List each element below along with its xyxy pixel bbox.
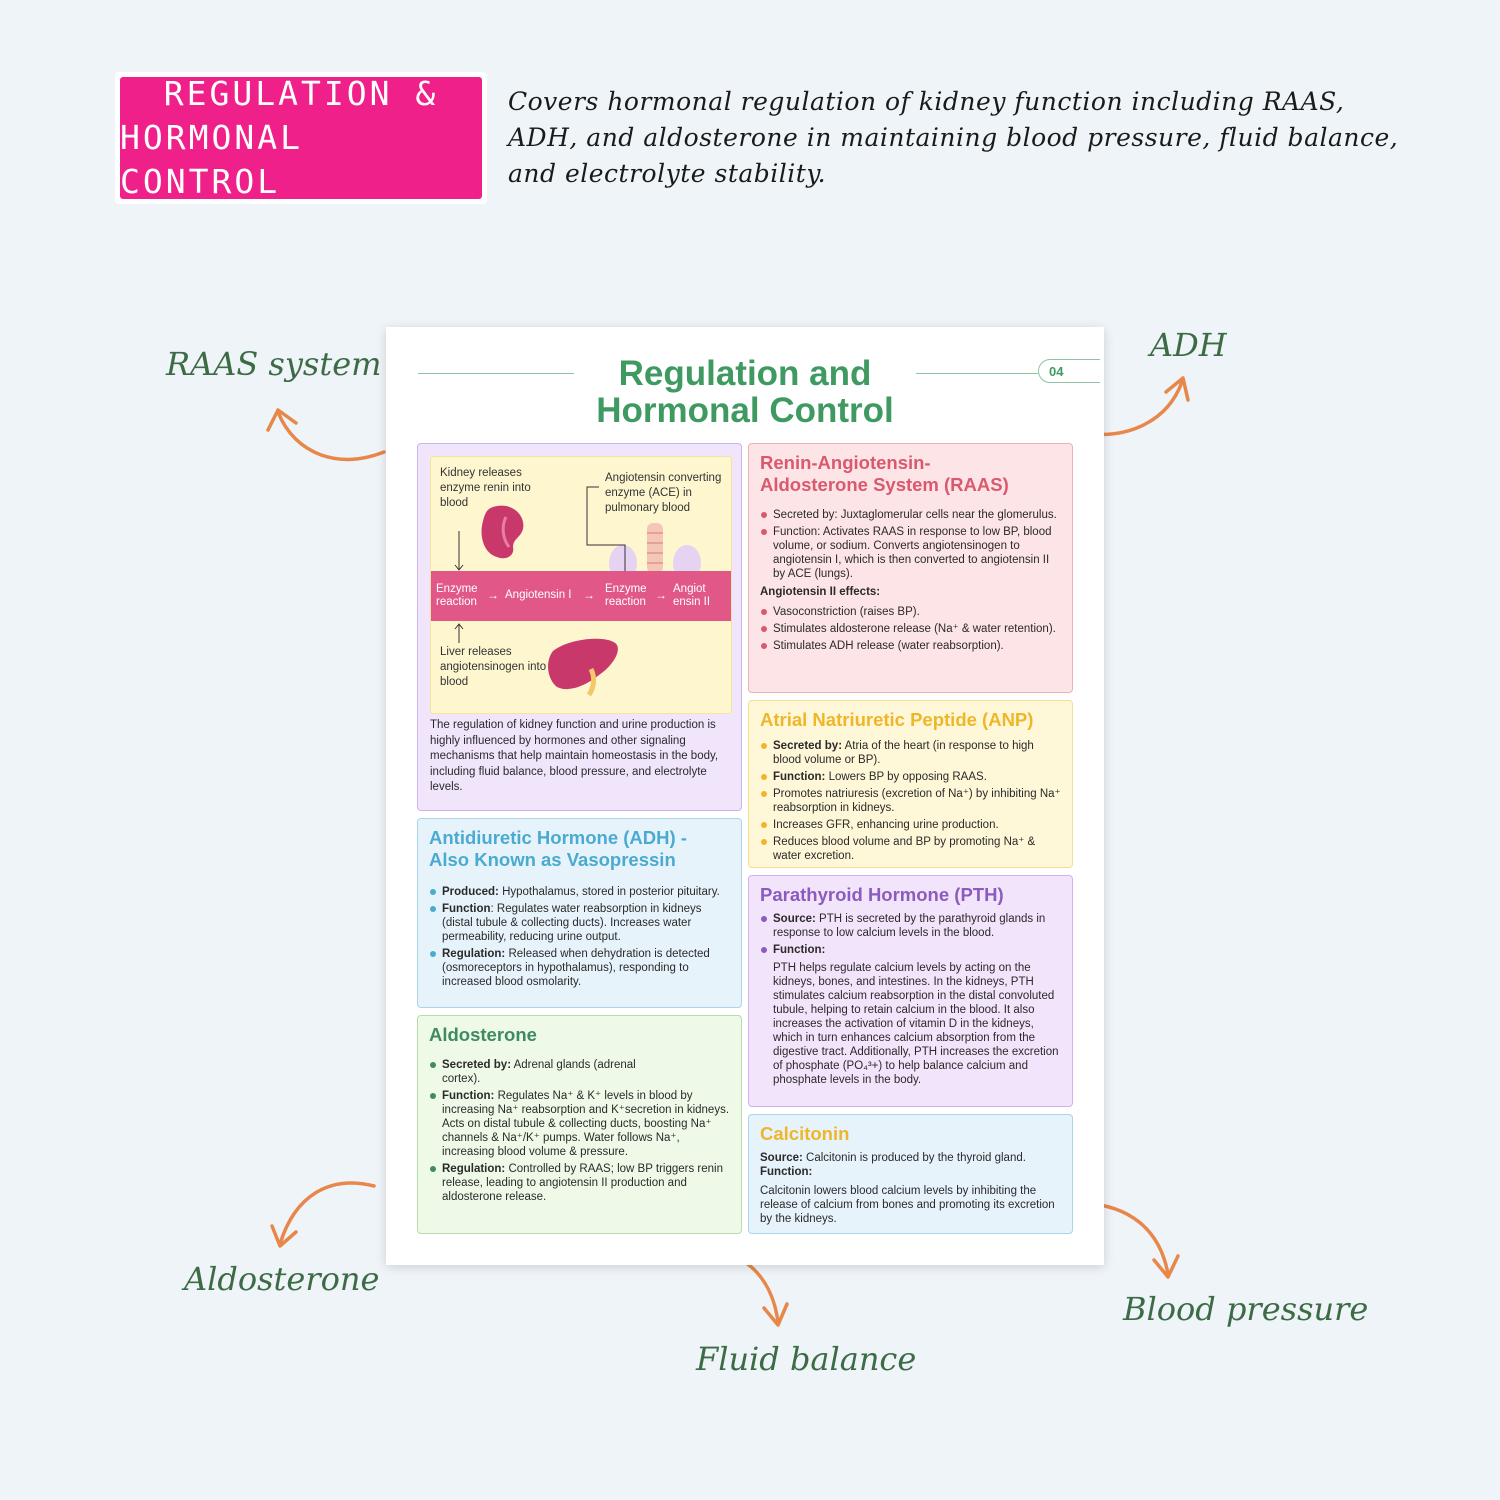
anp-item-natriuresis: Promotes natriuresis (excretion of Na⁺) … [760,787,1061,815]
raas-effect-aldosterone: Stimulates aldosterone release (Na⁺ & wa… [760,622,1061,636]
kidney-label: Kidney releases enzyme renin into blood [440,467,531,509]
arrow-aldosterone-head [270,1224,298,1248]
calcitonin-title: Calcitonin [760,1123,850,1144]
page-title-line-2: Hormonal Control [596,391,894,430]
calcitonin-detail: Calcitonin lowers blood calcium levels b… [760,1185,1055,1225]
title-rule-left [418,373,574,374]
intro-description: Covers hormonal regulation of kidney fun… [508,87,1399,188]
badge-line-2: HORMONAL CONTROL [120,118,303,201]
callout-adh: ADH [1150,326,1227,364]
pth-list: Source: PTH is secreted by the parathyro… [760,912,1061,957]
badge-line-1: REGULATION & [163,74,439,113]
title-rule-right [916,373,1038,374]
raas-title: Renin-Angiotensin-Aldosterone System (RA… [760,452,1009,495]
kidney-icon [481,505,524,559]
aldosterone-item-function: Function: Regulates Na⁺ & K⁺ levels in b… [429,1089,730,1159]
arrow-bp-head [1152,1254,1180,1279]
arrow-adh-head [1164,376,1190,402]
raas-effects-heading: Angiotensin II effects: [760,586,881,598]
adh-item-regulation: Regulation: Released when dehydration is… [429,947,730,989]
band-arrow-3: → [655,588,667,602]
anp-item-secreted: Secreted by: Atria of the heart (in resp… [760,739,1061,767]
aldosterone-title: Aldosterone [429,1024,537,1045]
liver-icon [548,638,618,697]
calcitonin-box: Calcitonin Source: Calcitonin is produce… [748,1114,1073,1234]
arrow-aldosterone [278,1181,376,1246]
raas-item-function: Function: Activates RAAS in response to … [760,525,1061,581]
pth-box: Parathyroid Hormone (PTH) Source: PTH is… [748,875,1073,1107]
raas-list: Secreted by: Juxtaglomerular cells near … [760,508,1061,581]
page-title: Regulation and Hormonal Control [386,355,1104,429]
aldosterone-box: Aldosterone Secreted by: Adrenal glands … [417,1015,742,1234]
liver-label: Liver releases angiotensinogen into bloo… [440,646,547,688]
band-arrow-1: → [487,588,499,602]
raas-effects-list: Vasoconstriction (raises BP). Stimulates… [760,605,1061,653]
raas-box: Renin-Angiotensin-Aldosterone System (RA… [748,443,1073,693]
ace-label: Angiotensin converting enzyme (ACE) in p… [605,472,722,514]
anp-title: Atrial Natriuretic Peptide (ANP) [760,709,1034,730]
aldosterone-item-secreted: Secreted by: Adrenal glands (adrenal cor… [429,1058,662,1086]
anp-item-gfr: Increases GFR, enhancing urine productio… [760,818,1061,832]
calcitonin-source: Source: Calcitonin is produced by the th… [760,1152,1026,1164]
band-enzyme-reaction-1: Enzyme reaction [436,583,478,608]
pth-item-source: Source: PTH is secreted by the parathyro… [760,912,1061,940]
aldosterone-list: Secreted by: Adrenal glands (adrenal cor… [429,1058,730,1204]
anp-item-function: Function: Lowers BP by opposing RAAS. [760,770,1061,784]
raas-effect-vasoconstriction: Vasoconstriction (raises BP). [760,605,1061,619]
topic-badge: REGULATION & HORMONAL CONTROL [115,72,487,204]
band-angiotensin-1: Angiotensin I [505,589,572,601]
adh-item-function: Function: Regulates water reabsorption i… [429,902,730,944]
anp-box: Atrial Natriuretic Peptide (ANP) Secrete… [748,700,1073,868]
overview-text: The regulation of kidney function and ur… [430,719,719,793]
aldosterone-item-regulation: Regulation: Controlled by RAAS; low BP t… [429,1162,730,1204]
arrow-raas-head [266,408,298,432]
topic-badge-inner: REGULATION & HORMONAL CONTROL [120,74,482,201]
callout-aldosterone: Aldosterone [184,1260,380,1298]
band-angiotensin-2: Angiot ensin II [673,583,711,608]
anp-item-volume: Reduces blood volume and BP by promoting… [760,835,1061,863]
adh-list: Produced: Hypothalamus, stored in poster… [429,885,730,989]
page-title-line-1: Regulation and [618,354,872,393]
bloodstream-band: Enzyme reaction → Angiotensin I → Enzyme… [431,571,731,621]
adh-title: Antidiuretic Hormone (ADH) - Also Known … [429,827,687,870]
callout-blood-pressure: Blood pressure [1123,1290,1369,1328]
arrow-raas [276,410,386,462]
pth-title: Parathyroid Hormone (PTH) [760,884,1004,905]
page-number: 04 [1038,359,1100,383]
raas-item-secreted: Secreted by: Juxtaglomerular cells near … [760,508,1061,522]
pth-item-function: Function: [760,943,1061,957]
adh-box: Antidiuretic Hormone (ADH) - Also Known … [417,818,742,1008]
arrow-fluid-head [762,1302,789,1327]
callout-fluid-balance: Fluid balance [696,1340,917,1378]
document-page: 04 Regulation and Hormonal Control Kidne… [386,327,1104,1265]
raas-diagram: Kidney releases enzyme renin into blood … [430,456,732,714]
band-arrow-2: → [583,588,595,602]
anp-list: Secreted by: Atria of the heart (in resp… [760,739,1061,863]
adh-item-produced: Produced: Hypothalamus, stored in poster… [429,885,730,899]
calcitonin-function-label: Function: [760,1166,813,1178]
pth-detail: PTH helps regulate calcium levels by act… [773,962,1059,1086]
callout-raas: RAAS system [166,345,382,383]
overview-box: Kidney releases enzyme renin into blood … [417,443,742,811]
band-enzyme-reaction-2: Enzyme reaction [605,583,647,608]
raas-effect-adh: Stimulates ADH release (water reabsorpti… [760,639,1061,653]
